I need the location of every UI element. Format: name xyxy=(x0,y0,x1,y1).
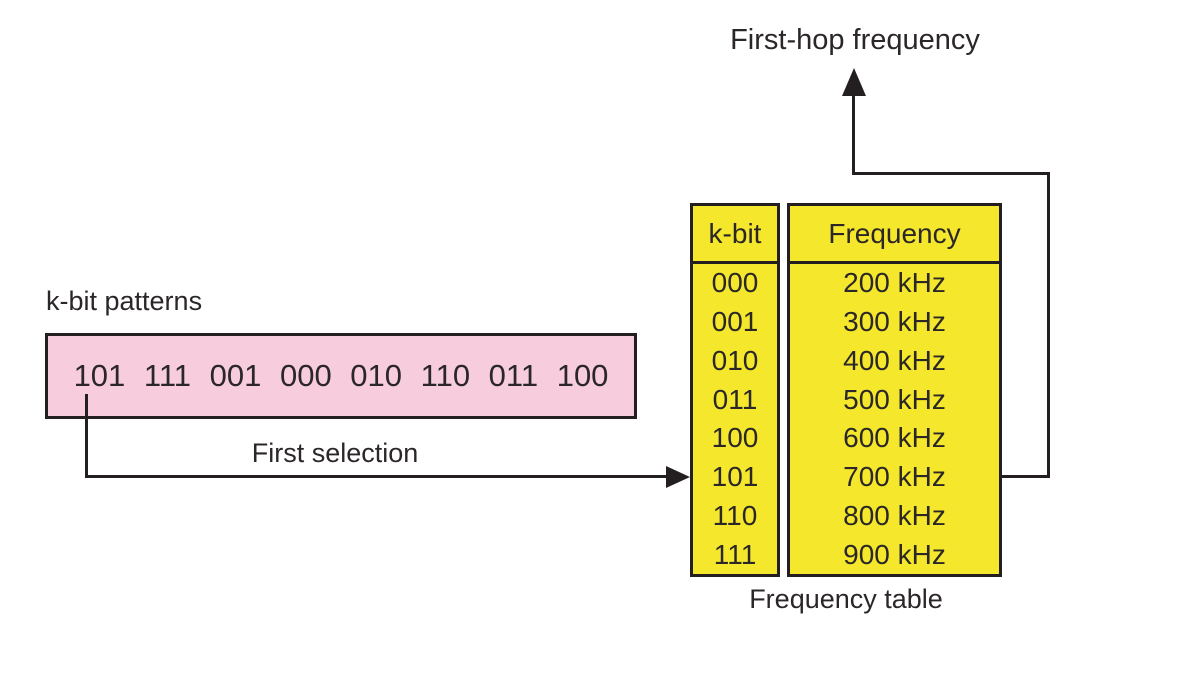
kbit-cell-selected: 101 xyxy=(711,461,759,493)
connector-right-vertical-line xyxy=(1047,172,1050,478)
connector-frequency-stub-line xyxy=(963,475,1050,478)
first-selection-line xyxy=(85,475,672,478)
frequency-cell-selected: 700 kHz xyxy=(843,461,946,493)
frequency-cell: 600 kHz xyxy=(843,422,946,454)
arrow-right-icon xyxy=(666,466,690,488)
kbit-column-rows: 000 001 010 011 100 101 110 111 xyxy=(693,264,777,574)
frequency-cell: 300 kHz xyxy=(843,306,946,338)
frequency-table-caption: Frequency table xyxy=(749,584,943,614)
kbit-cell: 000 xyxy=(711,267,759,299)
frequency-cell: 500 kHz xyxy=(843,383,946,415)
kbit-patterns-text: 101 111 001 000 010 110 011 100 xyxy=(73,358,609,393)
first-selection-label: First selection xyxy=(251,438,419,468)
kbit-cell: 110 xyxy=(712,499,758,531)
first-hop-frequency-label: First-hop frequency xyxy=(730,24,980,56)
kbit-cell: 111 xyxy=(713,538,757,570)
frequency-column-rows: 200 kHz 300 kHz 400 kHz 500 kHz 600 kHz … xyxy=(790,264,999,574)
frequency-cell: 800 kHz xyxy=(843,499,946,531)
frequency-cell: 400 kHz xyxy=(843,344,946,376)
kbit-cell: 001 xyxy=(711,306,759,338)
kbit-patterns-label: k-bit patterns xyxy=(46,286,203,316)
kbit-cell: 010 xyxy=(711,344,759,376)
frequency-cell: 200 kHz xyxy=(843,267,946,299)
kbit-column-box: k-bit 000 001 010 011 100 101 110 111 xyxy=(690,203,780,577)
kbit-cell: 011 xyxy=(712,383,758,415)
pattern-drop-line xyxy=(85,394,88,478)
kbit-cell: 100 xyxy=(711,422,759,454)
first-hop-arrow-line xyxy=(852,88,855,175)
arrow-up-icon xyxy=(842,68,866,96)
kbit-column-header: k-bit xyxy=(693,206,777,264)
kbit-patterns-box: 101 111 001 000 010 110 011 100 xyxy=(45,333,637,419)
frequency-cell: 900 kHz xyxy=(843,538,946,570)
frequency-column-box: Frequency 200 kHz 300 kHz 400 kHz 500 kH… xyxy=(787,203,1002,577)
connector-top-horizontal-line xyxy=(852,172,1050,175)
frequency-column-header: Frequency xyxy=(790,206,999,264)
